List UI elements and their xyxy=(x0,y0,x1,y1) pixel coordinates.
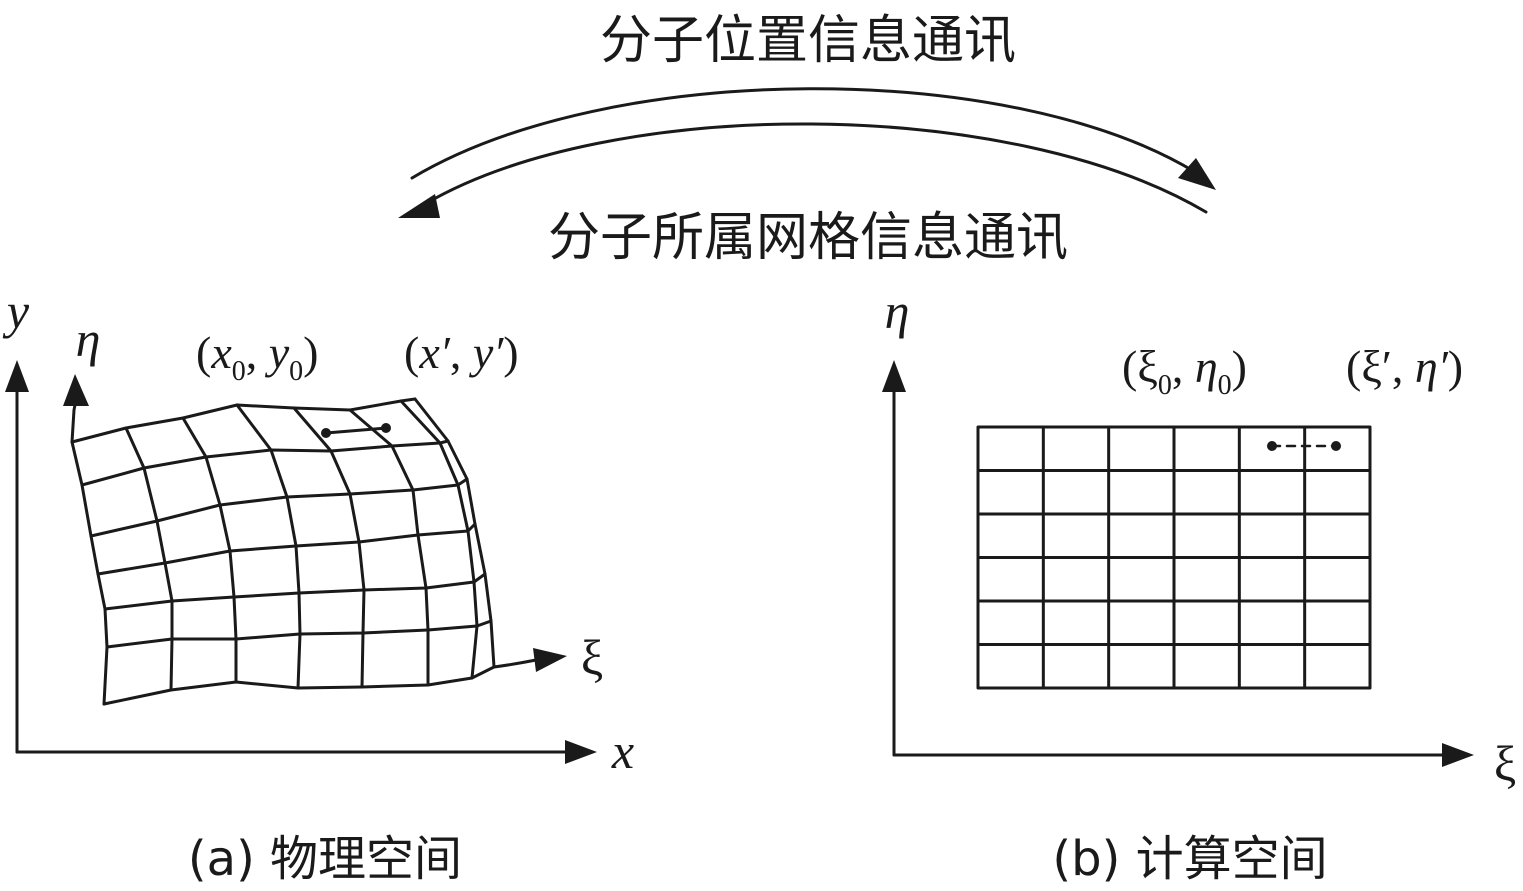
physical-xi-curve-arrowhead xyxy=(533,648,567,672)
mesh-eta-line xyxy=(105,619,493,649)
mesh-eta-line xyxy=(70,397,417,444)
computational-point0-open: ( xyxy=(1122,341,1137,392)
physical-y-axis-arrowhead xyxy=(5,360,29,392)
computational-xi-axis-arrowhead xyxy=(1442,743,1474,767)
physical-pointp-sep: , xyxy=(450,327,473,378)
computational-mesh xyxy=(976,425,1372,690)
physical-eta-curve-arrowhead xyxy=(63,374,89,406)
physical-point0-y-sub: 0 xyxy=(289,356,303,387)
physical-point-prime-labels: (x′, y′) xyxy=(404,327,519,378)
mesh-eta-line xyxy=(103,572,487,611)
physical-point0-y: y xyxy=(265,327,290,378)
cell-communication-arrow xyxy=(423,122,1208,214)
physical-point-labels: (x0, y0) xyxy=(196,327,319,387)
mesh-xi-line xyxy=(348,408,430,687)
computational-eta-axis-label: η xyxy=(885,283,910,339)
physical-pointp-x: x′ xyxy=(418,327,450,378)
mesh-xi-line xyxy=(181,416,238,684)
physical-pointp-y: y′ xyxy=(469,327,504,378)
mesh-xi-line xyxy=(292,406,366,689)
physical-x-axis-arrowhead xyxy=(565,740,597,764)
computational-pointp-xi: ξ′ xyxy=(1361,341,1392,392)
mesh-eta-line xyxy=(96,522,477,576)
position-communication-arrowhead xyxy=(1178,158,1216,190)
mesh-xi-line xyxy=(70,440,109,706)
computational-point0-eta-sub: 0 xyxy=(1218,370,1232,401)
physical-space-panel: y x η ξ (x0, y0) (x′, y′) (a) 物理空间 xyxy=(2,283,634,887)
position-communication-arrow xyxy=(410,87,1197,180)
physical-mesh xyxy=(70,397,496,706)
physical-point0-close: ) xyxy=(303,327,318,378)
computational-point0-close: ) xyxy=(1232,341,1247,392)
computational-molecule-end xyxy=(1331,441,1341,451)
mesh-xi-line xyxy=(124,426,174,692)
physical-point0-open: ( xyxy=(196,327,211,378)
mesh-xi-line xyxy=(413,397,496,669)
physical-xi-curve xyxy=(492,658,538,669)
physical-point0-sep: , xyxy=(246,327,269,378)
computational-point0-xi: ξ xyxy=(1137,341,1158,392)
mesh-eta-line xyxy=(102,665,496,706)
mesh-xi-line xyxy=(399,399,479,680)
computational-point0-sep: , xyxy=(1172,341,1195,392)
physical-point0-x-sub: 0 xyxy=(232,356,246,387)
computational-pointp-open: ( xyxy=(1346,341,1361,392)
computational-pointp-close: ) xyxy=(1448,341,1463,392)
physical-space-caption: (a) 物理空间 xyxy=(188,831,462,887)
computational-pointp-eta: η′ xyxy=(1415,341,1449,392)
physical-point0-x: x xyxy=(210,327,232,378)
computational-space-caption: (b) 计算空间 xyxy=(1052,831,1327,887)
physical-pointp-close: ) xyxy=(503,327,518,378)
computational-point-prime-labels: (ξ′, η′) xyxy=(1346,341,1463,392)
cell-communication-label: 分子所属网格信息通讯 xyxy=(548,208,1068,268)
computational-point-labels: (ξ0, η0) xyxy=(1122,341,1247,401)
computational-space-panel: η ξ (ξ0, η0) (ξ′, η′) (b) 计算空间 xyxy=(882,283,1516,887)
communication-header: 分子位置信息通讯 分子所属网格信息通讯 xyxy=(398,11,1216,268)
computational-point0-xi-sub: 0 xyxy=(1158,370,1172,401)
position-communication-label: 分子位置信息通讯 xyxy=(600,11,1016,71)
computational-pointp-sep: , xyxy=(1392,341,1415,392)
physical-molecule-end xyxy=(381,423,391,433)
physical-x-axis-label: x xyxy=(611,723,634,779)
physical-pointp-open: ( xyxy=(404,327,419,378)
computational-point0-eta: η xyxy=(1195,341,1218,392)
mesh-eta-line xyxy=(80,439,450,487)
physical-eta-curve-label: η xyxy=(76,311,101,367)
physical-molecule-start xyxy=(321,428,331,438)
physical-y-axis-label: y xyxy=(2,283,30,339)
mesh-xi-line xyxy=(235,403,302,690)
physical-molecule-path xyxy=(324,426,388,435)
computational-molecule-start xyxy=(1267,441,1277,451)
mesh-eta-line xyxy=(89,477,469,538)
physical-eta-curve xyxy=(70,403,77,444)
computational-eta-axis-arrowhead xyxy=(882,360,906,392)
cell-communication-arrowhead xyxy=(398,194,440,218)
computational-xi-axis-label: ξ xyxy=(1494,735,1516,791)
physical-xi-curve-label: ξ xyxy=(581,629,603,685)
